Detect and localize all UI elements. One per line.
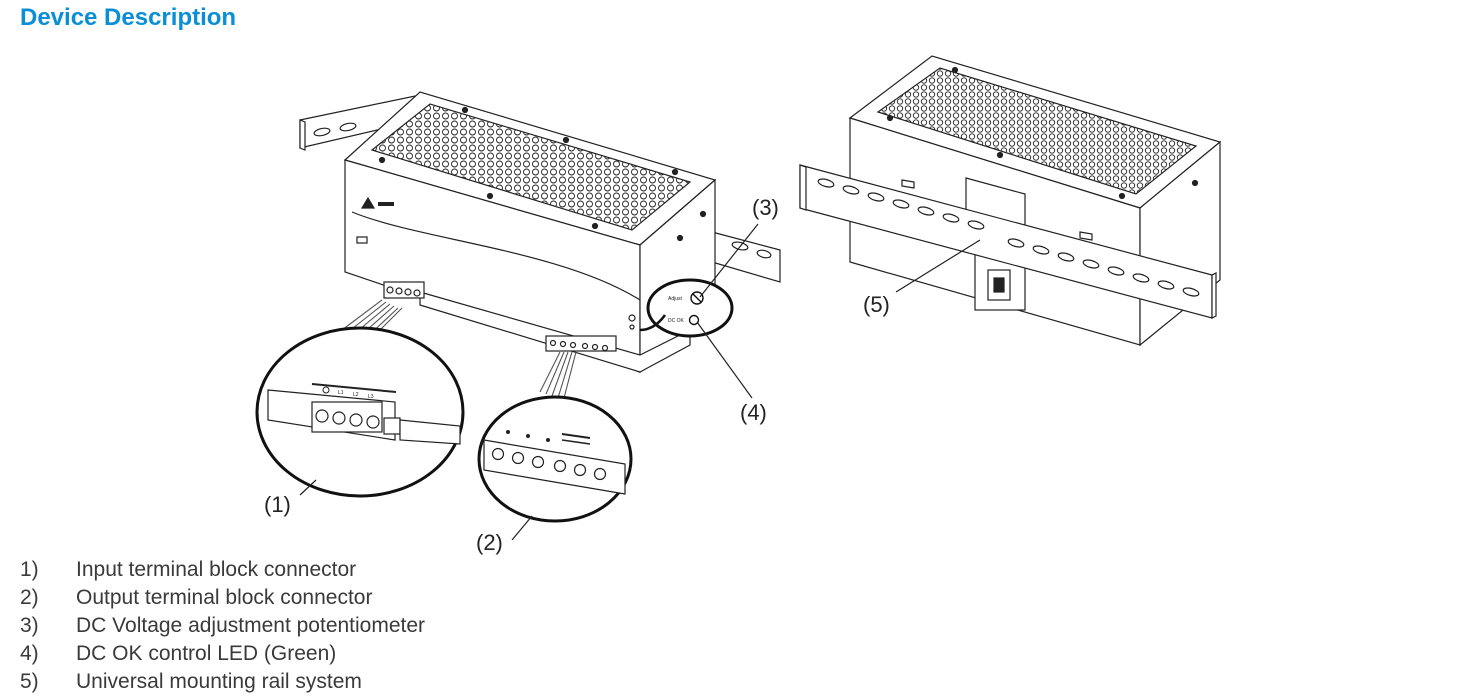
list-number: 5)	[20, 670, 39, 693]
zoom-output-terminal	[477, 395, 633, 523]
list-number: 1)	[20, 558, 39, 581]
terminal-l1: L1	[338, 390, 344, 396]
callout-4: (4)	[740, 400, 767, 425]
list-number: 2)	[20, 586, 39, 609]
leader-2	[511, 515, 533, 541]
front-view	[299, 91, 781, 374]
rear-view	[799, 55, 1222, 347]
list-text: DC OK control LED (Green)	[76, 642, 337, 665]
list-number: 3)	[20, 614, 39, 637]
leader-3	[699, 223, 759, 298]
zoom-connectors	[341, 299, 577, 399]
adjust-label: Adjust	[668, 296, 683, 302]
leader-4	[696, 321, 753, 399]
list-text: Output terminal block connector	[76, 586, 373, 609]
callout-5: (5)	[863, 292, 890, 317]
callout-3: (3)	[752, 195, 779, 220]
leader-1	[299, 479, 317, 496]
device-illustration: Adjust DC OK L1 L2 L3	[255, 55, 1222, 555]
list-text: Universal mounting rail system	[76, 670, 362, 693]
list-item: 4) DC OK control LED (Green)	[20, 640, 425, 668]
list-text: Input terminal block connector	[76, 558, 357, 581]
terminal-l3: L3	[368, 394, 374, 400]
list-item: 5) Universal mounting rail system	[20, 668, 425, 696]
description-list: 1) Input terminal block connector 2) Out…	[20, 556, 425, 696]
callout-1: (1)	[264, 492, 291, 517]
list-text: DC Voltage adjustment potentiometer	[76, 614, 426, 637]
list-item: 3) DC Voltage adjustment potentiometer	[20, 612, 425, 640]
zoom-adjust-led: Adjust DC OK	[639, 278, 734, 338]
callout-2: (2)	[476, 530, 503, 555]
section-title: Device Description	[20, 4, 237, 31]
list-item: 2) Output terminal block connector	[20, 584, 425, 612]
list-item: 1) Input terminal block connector	[20, 556, 425, 584]
dc-ok-label: DC OK	[668, 318, 685, 324]
list-number: 4)	[20, 642, 39, 665]
terminal-l2: L2	[353, 392, 359, 398]
leader-5	[895, 239, 981, 293]
zoom-input-terminal: L1 L2 L3	[255, 326, 465, 498]
